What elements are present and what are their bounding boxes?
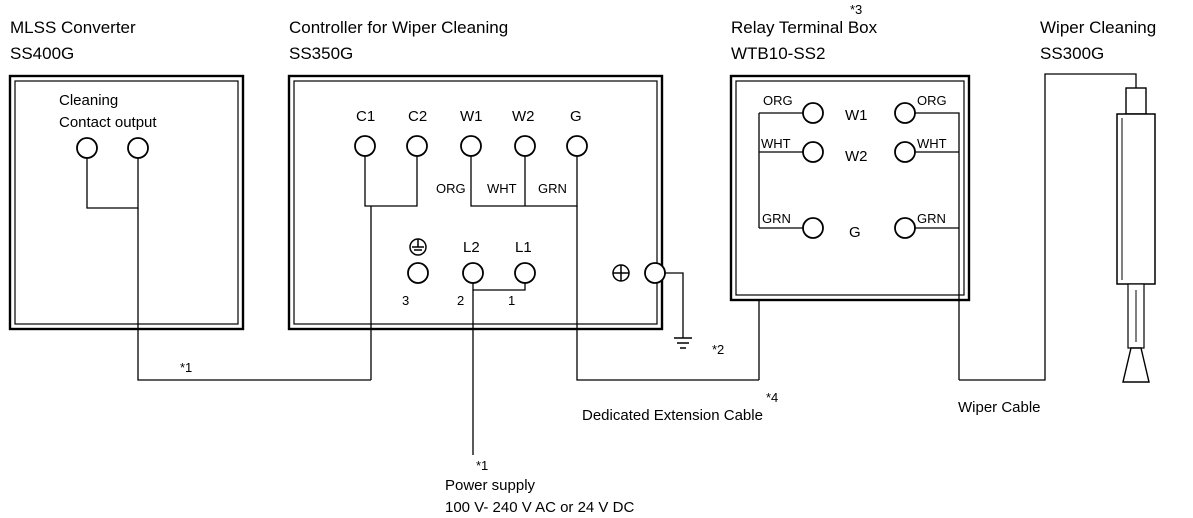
extension-cable	[576, 206, 759, 381]
relay-right-bus	[915, 112, 960, 380]
relay-right-color-org: ORG	[917, 93, 947, 108]
ground-wire	[665, 272, 684, 338]
relay-terminal-w2-left	[802, 141, 824, 163]
relay-terminal-w1-left	[802, 102, 824, 124]
cable-1-mark: *1	[180, 360, 192, 375]
relay-left-color-wht: WHT	[761, 136, 791, 151]
controller-terminal-label-w2: W2	[512, 108, 535, 125]
power-supply-mark: *1	[476, 458, 488, 473]
controller-terminal-ground	[407, 262, 429, 284]
controller-terminal-label-l1: L1	[515, 239, 532, 256]
converter-box	[8, 74, 245, 331]
controller-wire-color-org: ORG	[436, 181, 466, 196]
relay-right-color-grn: GRN	[917, 211, 946, 226]
cable-1	[137, 208, 371, 381]
relay-terminal-g-left	[802, 217, 824, 239]
relay-left-color-org: ORG	[763, 93, 793, 108]
ground-note-mark: *2	[712, 342, 724, 357]
controller-c-wire	[364, 156, 418, 207]
wiper-cable-label: Wiper Cable	[958, 399, 1041, 416]
converter-contact-wire	[86, 158, 139, 209]
converter-contact-terminal-1	[76, 137, 98, 159]
controller-power-number-1: 1	[508, 293, 515, 308]
controller-power-number-3: 3	[402, 293, 409, 308]
controller-ground-symbol	[409, 238, 427, 256]
converter-contact-terminal-2	[127, 137, 149, 159]
controller-terminal-w1	[460, 135, 482, 157]
controller-side-ground-terminal	[644, 262, 666, 284]
relay-terminal-w1-right	[894, 102, 916, 124]
relay-right-color-wht: WHT	[917, 136, 947, 151]
power-terminal-bridge	[472, 283, 526, 291]
relay-box-model: WTB10-SS2	[731, 44, 825, 63]
relay-terminal-label-g: G	[849, 224, 861, 241]
converter-title: MLSS Converter	[10, 18, 136, 37]
controller-terminal-c2	[406, 135, 428, 157]
relay-terminal-label-w2: W2	[845, 148, 868, 165]
controller-terminal-label-c1: C1	[356, 108, 375, 125]
controller-terminal-l1	[514, 262, 536, 284]
controller-terminal-label-g: G	[570, 108, 582, 125]
extension-cable-mark: *4	[766, 390, 778, 405]
controller-terminal-c1	[354, 135, 376, 157]
relay-terminal-g-right	[894, 217, 916, 239]
controller-terminal-l2	[462, 262, 484, 284]
power-supply-label: Power supply	[445, 477, 536, 494]
controller-terminal-label-c2: C2	[408, 108, 427, 125]
extension-cable-label: Dedicated Extension Cable	[582, 407, 763, 424]
wiper-cable	[959, 73, 1137, 381]
controller-model: SS350G	[289, 44, 353, 63]
power-supply-spec: 100 V- 240 V AC or 24 V DC	[445, 499, 634, 516]
controller-title: Controller for Wiper Cleaning	[289, 18, 508, 37]
relay-terminal-label-w1: W1	[845, 107, 868, 124]
controller-terminal-label-w1: W1	[460, 108, 483, 125]
controller-side-ground-symbol	[612, 264, 630, 282]
relay-box-title: Relay Terminal Box	[731, 18, 878, 37]
controller-wire-color-wht: WHT	[487, 181, 517, 196]
controller-w-wire	[470, 156, 578, 207]
controller-wire-color-grn: GRN	[538, 181, 567, 196]
converter-model: SS400G	[10, 44, 74, 63]
controller-terminal-g	[566, 135, 588, 157]
controller-box	[287, 74, 664, 331]
wiper-model: SS300G	[1040, 44, 1104, 63]
controller-power-number-2: 2	[457, 293, 464, 308]
relay-left-color-grn: GRN	[762, 211, 791, 226]
wiper-device	[1116, 87, 1156, 383]
controller-terminal-label-l2: L2	[463, 239, 480, 256]
wiper-title: Wiper Cleaning	[1040, 18, 1156, 37]
controller-terminal-w2	[514, 135, 536, 157]
relay-terminal-w2-right	[894, 141, 916, 163]
relay-box-note-mark: *3	[850, 2, 862, 17]
converter-contact-label-1: Cleaning	[59, 92, 118, 109]
earth-ground-icon	[674, 337, 692, 349]
converter-contact-label-2: Contact output	[59, 114, 157, 131]
